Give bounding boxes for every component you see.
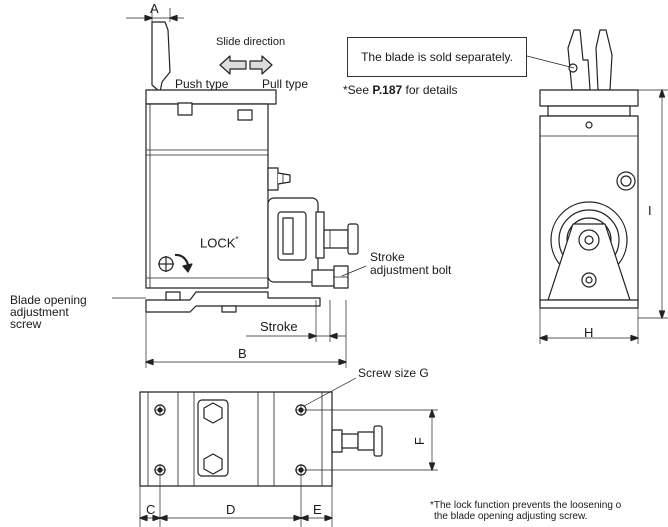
footnote-line2: the blade opening adjusting screw. [434,511,588,522]
pull-type-label: Pull type [262,77,309,91]
pull-arrow-icon [249,55,273,75]
top-view [139,377,438,527]
see-suffix: for details [402,83,458,97]
push-arrow-icon [219,55,247,75]
dim-i-label: I [648,203,652,218]
dim-f-label: F [411,437,427,446]
footnote-line1: *The lock function prevents the loosenin… [430,500,622,511]
base-plate [145,291,321,313]
dim-e-label: E [313,502,322,517]
stroke-bolt-line2: adjustment bolt [370,263,452,277]
front-view [526,29,668,344]
blade-opening-line2: adjustment [10,305,69,319]
see-page-note: *See P.187 for details [343,83,458,97]
stroke-label: Stroke [260,319,298,334]
slide-direction-label: Slide direction [216,36,286,48]
push-type-label: Push type [175,77,229,91]
dim-h-label: H [584,325,594,340]
blade-opening-label: Blade opening adjustment screw [10,294,87,330]
side-view [112,8,367,368]
see-page-ref: P.187 [372,83,403,97]
screw-size-label: Screw size G [358,366,429,380]
footnote: *The lock function prevents the loosenin… [430,500,621,522]
stroke-bolt-line1: Stroke [370,250,405,264]
blade-opening-line3: screw [10,317,42,331]
blade-note-box: The blade is sold separately. [347,37,527,77]
stroke-bolt-label: Stroke adjustment bolt [370,251,451,277]
lock-asterisk: * [235,235,239,244]
lock-label: LOCK* [200,235,239,251]
dim-c-label: C [146,502,156,517]
blade [151,21,171,93]
lock-text: LOCK [200,235,236,251]
blade-note-text: The blade is sold separately. [361,50,513,64]
dim-a-label: A [150,1,159,16]
blade-opening-line1: Blade opening [10,293,87,307]
dim-d-label: D [226,502,236,517]
dim-b-label: B [238,346,247,361]
see-prefix: *See [343,83,373,97]
